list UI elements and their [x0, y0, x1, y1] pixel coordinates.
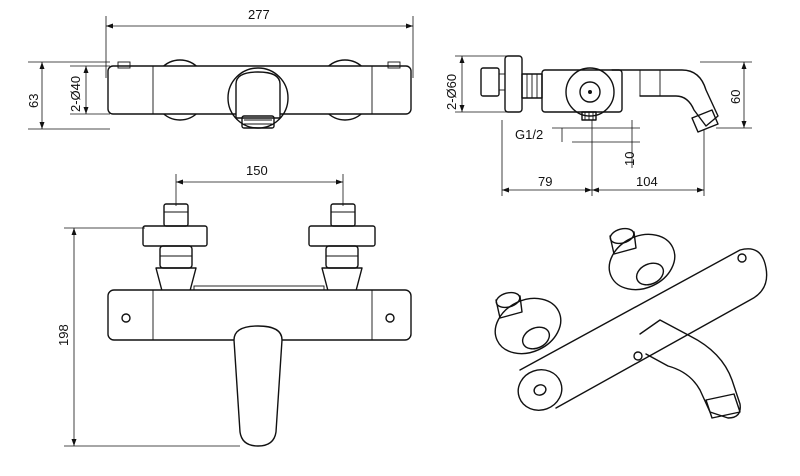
dim-front-height: 198	[56, 324, 71, 346]
dim-side-dia: 2-Ø60	[444, 74, 459, 110]
dim-side-offset: 10	[622, 152, 637, 166]
top-view: 277 63 2-Ø40	[26, 7, 414, 130]
dim-top-pipe: 2-Ø40	[68, 76, 83, 112]
dim-side-depth-b: 104	[636, 174, 658, 189]
dim-side-height: 60	[728, 90, 743, 104]
isometric-view	[494, 227, 768, 419]
dim-top-width: 277	[248, 7, 270, 22]
dim-side-thread: G1/2	[515, 127, 543, 142]
side-view: 2-Ø60 60 G1/2 10 79 104	[444, 55, 752, 196]
dim-side-depth-a: 79	[538, 174, 552, 189]
dim-front-centers: 150	[246, 163, 268, 178]
dim-top-height: 63	[26, 94, 41, 108]
front-view: 150 198	[56, 163, 412, 447]
